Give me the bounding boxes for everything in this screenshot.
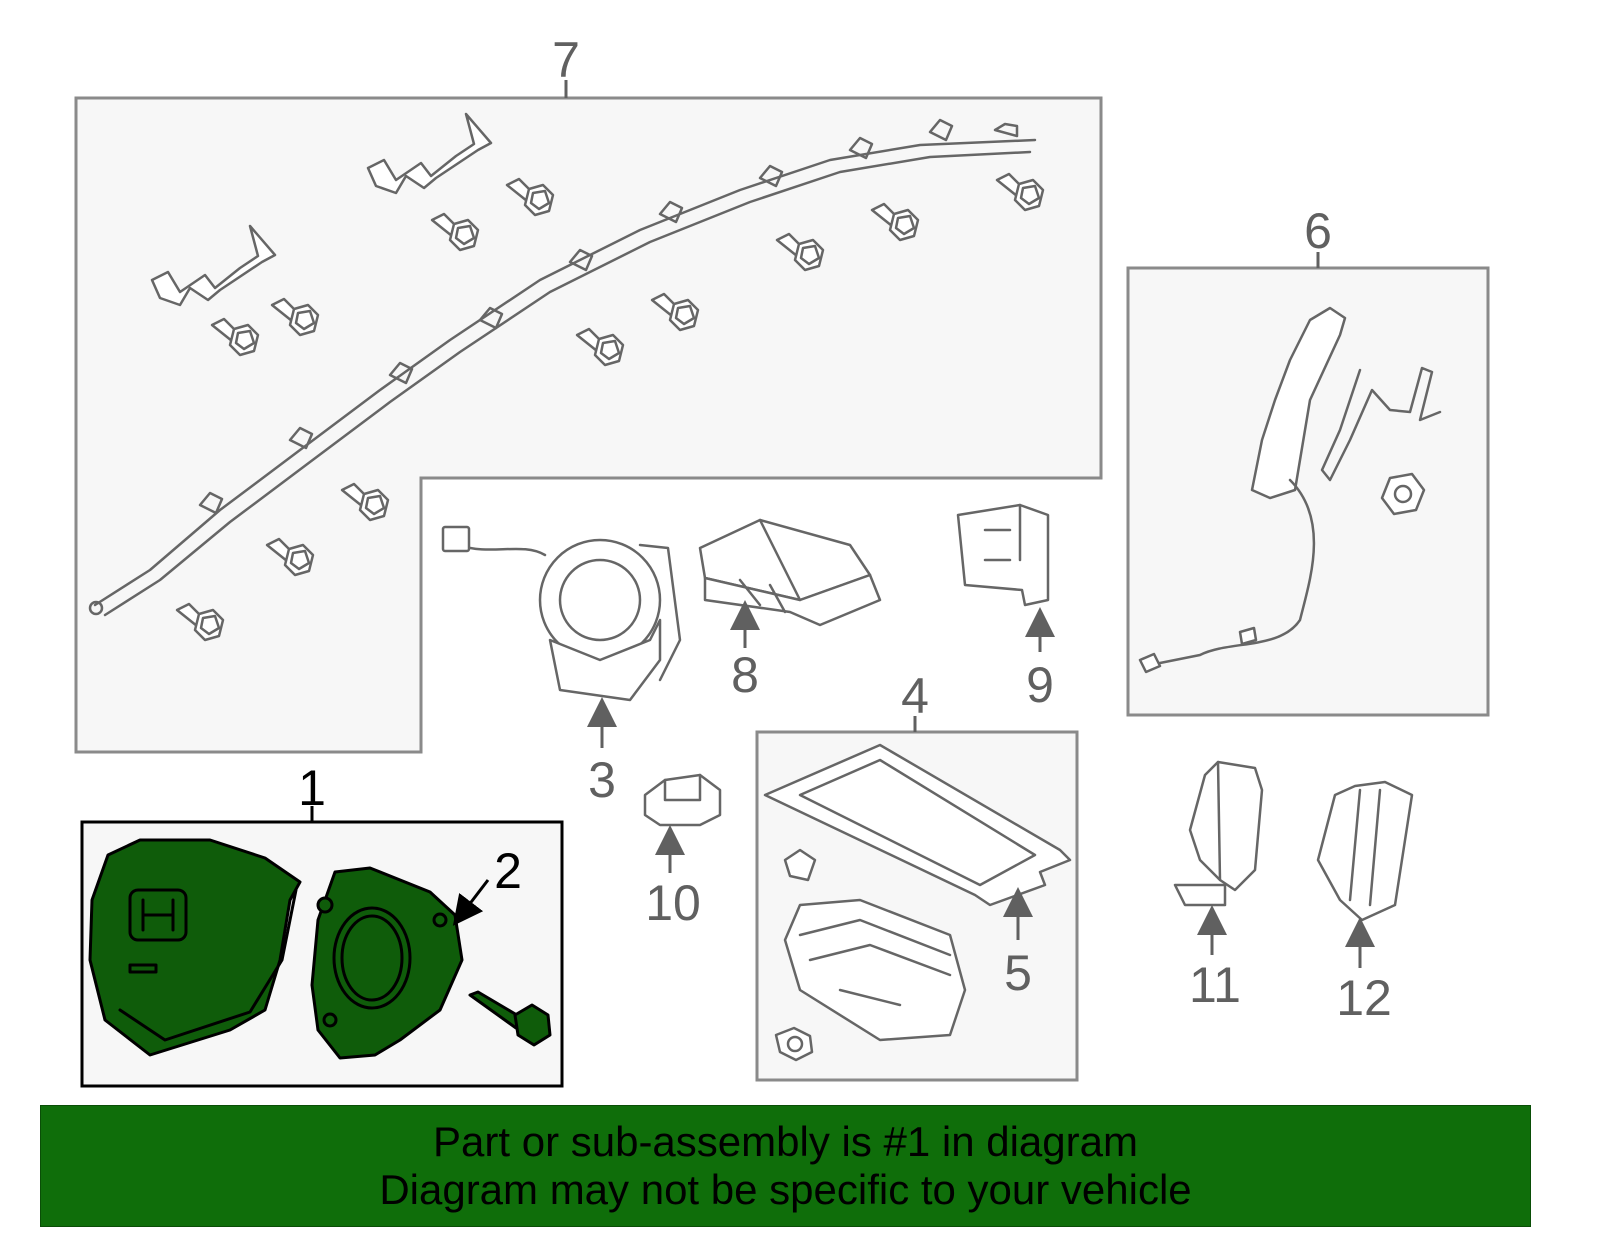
part-10-clip xyxy=(643,773,722,873)
part-3-clock-spring xyxy=(441,525,682,748)
group-4-passenger-airbag xyxy=(755,716,1079,1082)
bracket-middle xyxy=(366,112,493,195)
callout-8[interactable]: 8 xyxy=(731,647,759,703)
info-banner: Part or sub-assembly is #1 in diagram Di… xyxy=(40,1105,1531,1227)
group-6-side-airbag xyxy=(1126,252,1490,717)
honda-logo-icon xyxy=(128,888,188,942)
part-11-bracket-sensor xyxy=(1173,760,1264,955)
part-8-srs-unit xyxy=(698,518,882,648)
curtain-airbag-clips xyxy=(88,118,1019,616)
callout-3[interactable]: 3 xyxy=(588,752,616,808)
callout-9[interactable]: 9 xyxy=(1026,657,1054,713)
callout-6[interactable]: 6 xyxy=(1304,203,1332,259)
banner-line-1: Part or sub-assembly is #1 in diagram xyxy=(433,1118,1138,1165)
banner-line-2: Diagram may not be specific to your vehi… xyxy=(379,1166,1192,1213)
callout-10[interactable]: 10 xyxy=(645,875,701,931)
group-7-box xyxy=(74,96,1103,754)
nut-icon xyxy=(1380,472,1426,516)
passenger-airbag-lid xyxy=(763,743,1072,907)
callout-4[interactable]: 4 xyxy=(901,668,929,724)
callout-12[interactable]: 12 xyxy=(1336,970,1392,1026)
passenger-airbag-module xyxy=(783,898,967,1042)
group-1-driver-airbag xyxy=(80,806,564,1088)
callout-11[interactable]: 11 xyxy=(1189,957,1241,1013)
part-12-cover xyxy=(1316,780,1414,968)
callout-5[interactable]: 5 xyxy=(1004,945,1032,1001)
callout-1[interactable]: 1 xyxy=(298,760,326,816)
callout-2[interactable]: 2 xyxy=(494,843,522,899)
side-airbag-module xyxy=(1250,306,1347,500)
callout-7[interactable]: 7 xyxy=(552,32,580,88)
part-9-sensor xyxy=(956,503,1055,652)
group-7-curtain-airbag xyxy=(74,80,1103,754)
bracket-left xyxy=(150,224,277,307)
nut-icon xyxy=(774,1026,814,1062)
